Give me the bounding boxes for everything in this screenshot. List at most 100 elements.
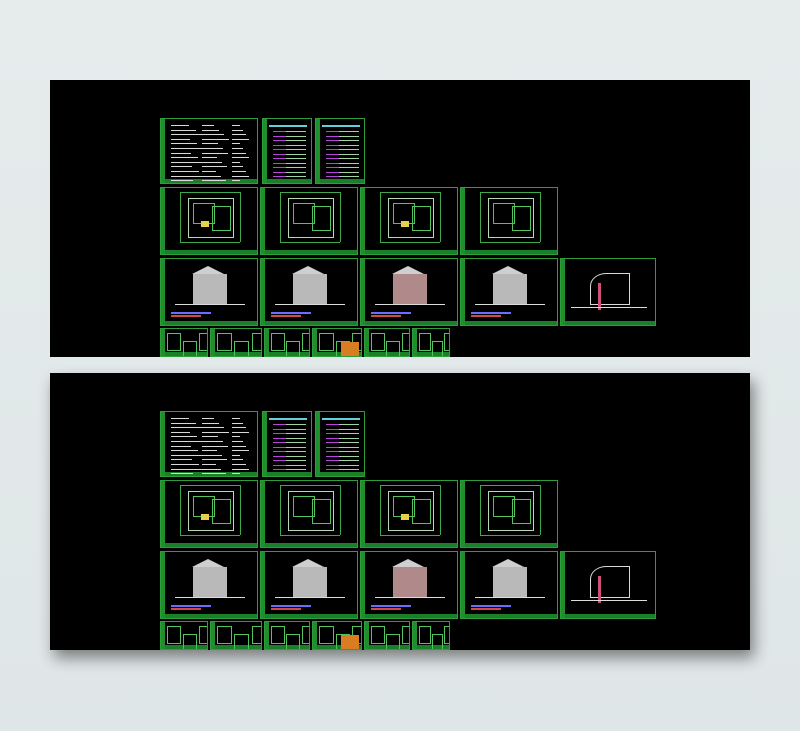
legend-line: [371, 608, 401, 611]
sheet-floor-plan[interactable]: [260, 187, 358, 255]
cad-canvas-top[interactable]: [50, 80, 750, 357]
dimension-line: [340, 192, 342, 242]
notes-text: [202, 175, 222, 177]
title-block: [265, 614, 357, 618]
dimension-line: [379, 485, 441, 487]
sheet-elevation[interactable]: [260, 258, 358, 326]
table-cell: [338, 451, 359, 452]
legend-line: [171, 312, 211, 315]
cad-canvas-bottom[interactable]: [50, 373, 750, 650]
sheet-floor-plan[interactable]: [160, 187, 258, 255]
sheet-cover-notes[interactable]: [160, 411, 258, 477]
table-cell: [338, 171, 359, 173]
sheet-elevation[interactable]: [360, 551, 458, 619]
sheet-side-strip: [361, 481, 365, 547]
table-cell: [285, 140, 306, 141]
elevation-roof: [492, 265, 524, 274]
sheet-material-schedule[interactable]: [315, 411, 365, 477]
table-cell: [326, 158, 339, 159]
notes-text: [231, 157, 249, 159]
table-cell: [285, 131, 306, 132]
sheet-side-strip: [461, 552, 465, 618]
sheet-elevation[interactable]: [460, 551, 558, 619]
sheet-floor-plan[interactable]: [360, 187, 458, 255]
sheet-detail[interactable]: [312, 621, 362, 650]
notes-text: [231, 125, 240, 126]
ground-line: [475, 596, 545, 598]
sheet-elevation[interactable]: [160, 258, 258, 326]
sheet-detail[interactable]: [364, 621, 410, 650]
notes-text: [171, 129, 196, 131]
sheet-side-strip: [261, 481, 265, 547]
sheet-floor-plan[interactable]: [260, 480, 358, 548]
table-cell: [285, 149, 306, 150]
sheet-floor-plan[interactable]: [160, 480, 258, 548]
detail-drawing: [183, 634, 197, 649]
sheet-detail[interactable]: [160, 328, 208, 357]
dimension-line: [379, 241, 441, 243]
sheet-detail[interactable]: [264, 621, 310, 650]
detail-drawing: [286, 341, 300, 356]
detail-drawing: [386, 634, 400, 649]
sheet-detail[interactable]: [412, 621, 450, 650]
plan-room: [412, 499, 431, 524]
sheet-door-window-schedule[interactable]: [262, 411, 312, 477]
detail-drawing: [183, 341, 197, 356]
sheet-detail[interactable]: [364, 328, 410, 357]
sheet-detail[interactable]: [412, 328, 450, 357]
sheet-elevation[interactable]: [460, 258, 558, 326]
sheet-cover-notes[interactable]: [160, 118, 258, 184]
title-block: [317, 352, 361, 356]
notes-text: [231, 459, 243, 461]
sheet-section[interactable]: [560, 551, 656, 619]
elevation-roof: [392, 558, 424, 567]
table-cell: [273, 455, 286, 457]
table-cell: [273, 153, 286, 155]
plan-outline: [487, 491, 535, 531]
plan-outline: [187, 198, 235, 238]
sheet-material-schedule[interactable]: [315, 118, 365, 184]
detail-drawing: [271, 333, 285, 351]
title-block: [465, 543, 557, 547]
table-cell: [338, 469, 359, 470]
table-cell: [326, 455, 339, 457]
notes-text: [231, 171, 246, 172]
notes-text: [202, 436, 219, 438]
sheet-side-strip: [161, 412, 165, 476]
plan-room: [492, 203, 515, 224]
notes-text: [231, 473, 240, 475]
notes-text: [231, 468, 249, 470]
table-cell: [285, 455, 306, 457]
sheet-floor-plan[interactable]: [460, 187, 558, 255]
title-block: [165, 614, 257, 618]
section-cut: [597, 575, 601, 603]
sheet-elevation[interactable]: [260, 551, 358, 619]
sheet-detail[interactable]: [264, 328, 310, 357]
plan-outline: [287, 491, 335, 531]
table-cell: [338, 424, 359, 425]
sheet-detail[interactable]: [210, 328, 262, 357]
stair-hatch: [401, 514, 410, 521]
sheet-detail[interactable]: [160, 621, 208, 650]
sheet-elevation[interactable]: [160, 551, 258, 619]
dimension-line: [179, 241, 241, 243]
sheet-detail[interactable]: [210, 621, 262, 650]
title-block: [565, 321, 655, 325]
dimension-line: [479, 192, 481, 242]
title-block: [165, 645, 207, 649]
sheet-detail[interactable]: [312, 328, 362, 357]
notes-text: [202, 138, 230, 140]
sheet-floor-plan[interactable]: [460, 480, 558, 548]
detail-drawing: [431, 341, 444, 356]
table-cell: [326, 428, 339, 430]
title-block: [317, 645, 361, 649]
sheet-elevation[interactable]: [360, 258, 458, 326]
sheet-floor-plan[interactable]: [360, 480, 458, 548]
notes-text: [202, 454, 223, 456]
plan-outline: [487, 198, 535, 238]
sheet-section[interactable]: [560, 258, 656, 326]
table-cell: [285, 446, 306, 448]
detail-drawing: [401, 626, 409, 644]
sheet-door-window-schedule[interactable]: [262, 118, 312, 184]
ground-line: [375, 596, 445, 598]
